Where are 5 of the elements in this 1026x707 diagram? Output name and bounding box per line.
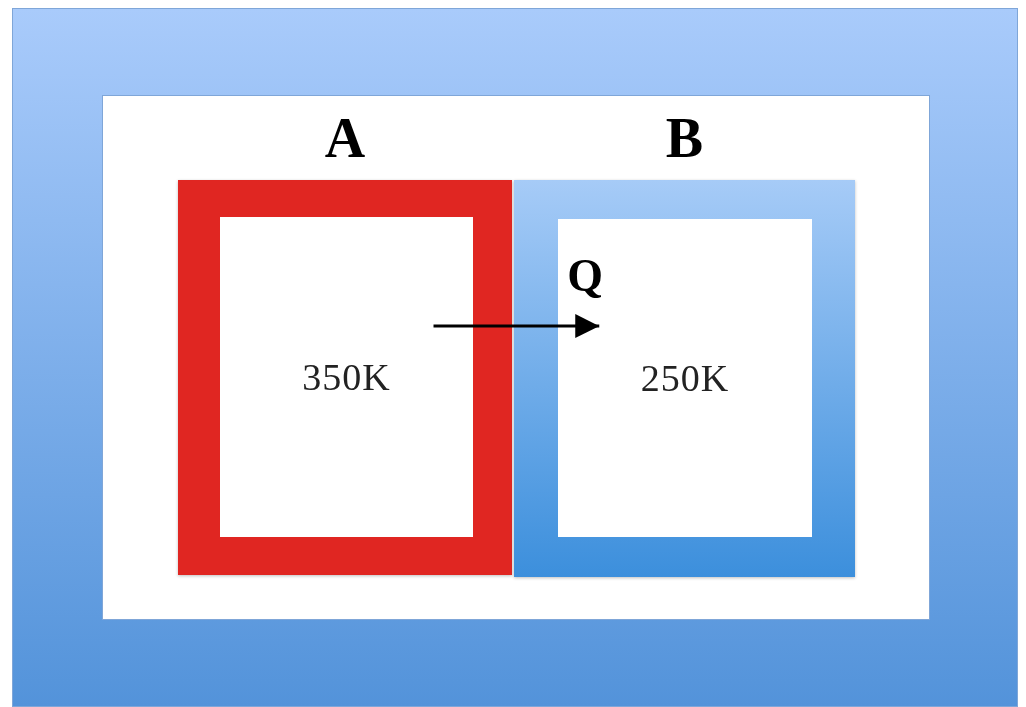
- block-label: A: [323, 110, 367, 166]
- temperature-label: 250K: [640, 356, 730, 400]
- arrow: [433, 314, 600, 338]
- block-label: B: [664, 110, 705, 166]
- temperature-label: 350K: [302, 355, 391, 399]
